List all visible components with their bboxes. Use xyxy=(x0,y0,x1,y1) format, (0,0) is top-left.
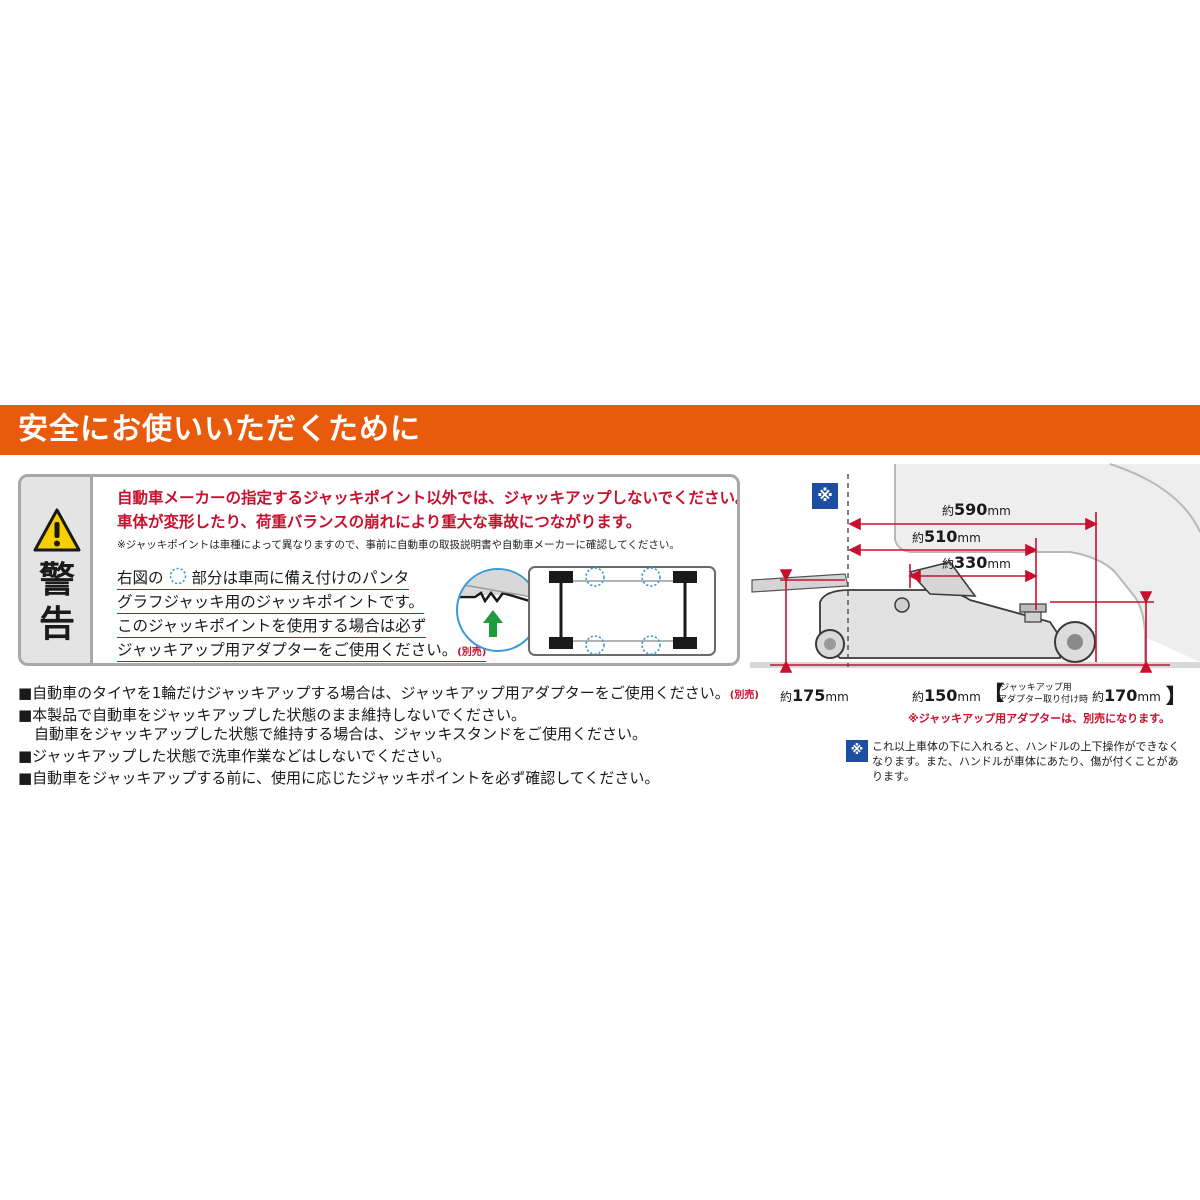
dim-170-unit: mm xyxy=(1137,690,1161,704)
dim-330: 約330mm xyxy=(942,553,1011,572)
jack-dimension-diagram xyxy=(750,463,1200,673)
dim-590-prefix: 約 xyxy=(942,504,955,518)
dim-150-value: 150 xyxy=(924,686,958,705)
dim-175-value: 175 xyxy=(792,686,826,705)
dim-330-value: 330 xyxy=(954,553,988,572)
dim-150-unit: mm xyxy=(957,690,981,704)
warning-body-line-1: 右図の 部分は車両に備え付けのパンタ xyxy=(117,566,410,590)
warning-label: 警 告 xyxy=(29,559,85,647)
warning-label-char-1: 警 xyxy=(38,560,75,601)
dim-590: 約590mm xyxy=(942,500,1011,519)
header-bar xyxy=(0,405,1200,455)
dim-330-prefix: 約 xyxy=(942,557,955,571)
side-note-kome-icon: ※ xyxy=(846,740,868,762)
warning-body-line-2: グラフジャッキ用のジャッキポイントです。 xyxy=(117,590,424,614)
side-note: これ以上車体の下に入れると、ハンドルの上下操作ができなくなります。また、ハンドル… xyxy=(872,740,1180,783)
bullet-1-badge: (別売) xyxy=(729,690,759,701)
warning-note: ※ジャッキポイントは車種によって異なりますので、事前に自動車の取扱説明書や自動車… xyxy=(117,539,680,551)
adapter-label-1: ジャッキアップ用 xyxy=(1000,683,1072,693)
warning-label-char-2: 告 xyxy=(38,604,75,645)
dim-175: 約175mm xyxy=(780,686,849,705)
dim-150: 約150mm xyxy=(912,686,981,705)
bullet-item-2: ■本製品で自動車をジャッキアップした状態のまま維持しないでください。 xyxy=(18,706,526,724)
jack-point-closeup xyxy=(456,568,540,652)
warning-body-1a: 右図の xyxy=(117,569,164,587)
bullet-item-2-cont: 自動車をジャッキアップした状態で維持する場合は、ジャッキスタンドをご使用ください… xyxy=(34,725,648,743)
warning-triangle-icon xyxy=(33,508,81,552)
dim-330-unit: mm xyxy=(987,557,1011,571)
dim-150-prefix: 約 xyxy=(912,690,925,704)
car-underside-diagram xyxy=(528,566,716,656)
warning-red-line-2: 車体が変形したり、荷重バランスの崩れにより重大な事故につながります。 xyxy=(117,513,642,531)
sold-separately-badge: (別売) xyxy=(457,647,487,658)
warning-box: 警 告 自動車メーカーの指定するジャッキポイント以外では、ジャッキアップしないで… xyxy=(18,474,740,666)
kome-mark-icon: ※ xyxy=(812,483,838,509)
bullet-item-3: ■ジャッキアップした状態で洗車作業などはしないでください。 xyxy=(18,747,451,765)
dim-590-unit: mm xyxy=(987,504,1011,518)
dim-510-unit: mm xyxy=(957,531,981,545)
up-arrow-icon xyxy=(483,610,503,637)
warning-body-1b: 部分は車両に備え付けのパンタ xyxy=(191,569,410,587)
dim-175-unit: mm xyxy=(825,690,849,704)
warning-sidebar: 警 告 xyxy=(21,477,93,663)
dim-170: 約170mm xyxy=(1092,686,1161,705)
dim-590-value: 590 xyxy=(954,500,988,519)
dim-170-value: 170 xyxy=(1104,686,1138,705)
adapter-bracket: 【 ジャッキアップ用 アダプター取り付け時 xyxy=(984,681,1089,705)
warning-body-4: ジャッキアップ用アダプターをご使用ください。 xyxy=(117,641,458,659)
warning-body-line-3: このジャッキポイントを使用する場合は必ず xyxy=(117,614,427,638)
section-title: 安全にお使いいただくために xyxy=(18,412,421,447)
bullet-item-1: ■自動車のタイヤを1輪だけジャッキアップする場合は、ジャッキアップ用アダプターを… xyxy=(18,682,759,703)
dim-170-prefix: 約 xyxy=(1092,690,1105,704)
warning-red-line-1: 自動車メーカーの指定するジャッキポイント以外では、ジャッキアップしないでください… xyxy=(117,489,740,507)
dim-510: 約510mm xyxy=(912,527,981,546)
bullet-1-text: ■自動車のタイヤを1輪だけジャッキアップする場合は、ジャッキアップ用アダプターを… xyxy=(18,684,730,702)
dim-510-value: 510 xyxy=(924,527,958,546)
dotted-circle-icon xyxy=(169,567,186,585)
adapter-bracket-close: 】 xyxy=(1166,684,1186,708)
adapter-label-2: アダプター取り付け時 xyxy=(998,695,1089,705)
bullet-item-4: ■自動車をジャッキアップする前に、使用に応じたジャッキポイントを必ず確認してくだ… xyxy=(18,769,660,787)
adapter-sold-separately-note: ※ジャッキアップ用アダプターは、別売になります。 xyxy=(908,712,1171,725)
dim-175-prefix: 約 xyxy=(780,690,793,704)
warning-body-line-4: ジャッキアップ用アダプターをご使用ください。(別売) xyxy=(117,638,487,662)
dim-510-prefix: 約 xyxy=(912,531,925,545)
